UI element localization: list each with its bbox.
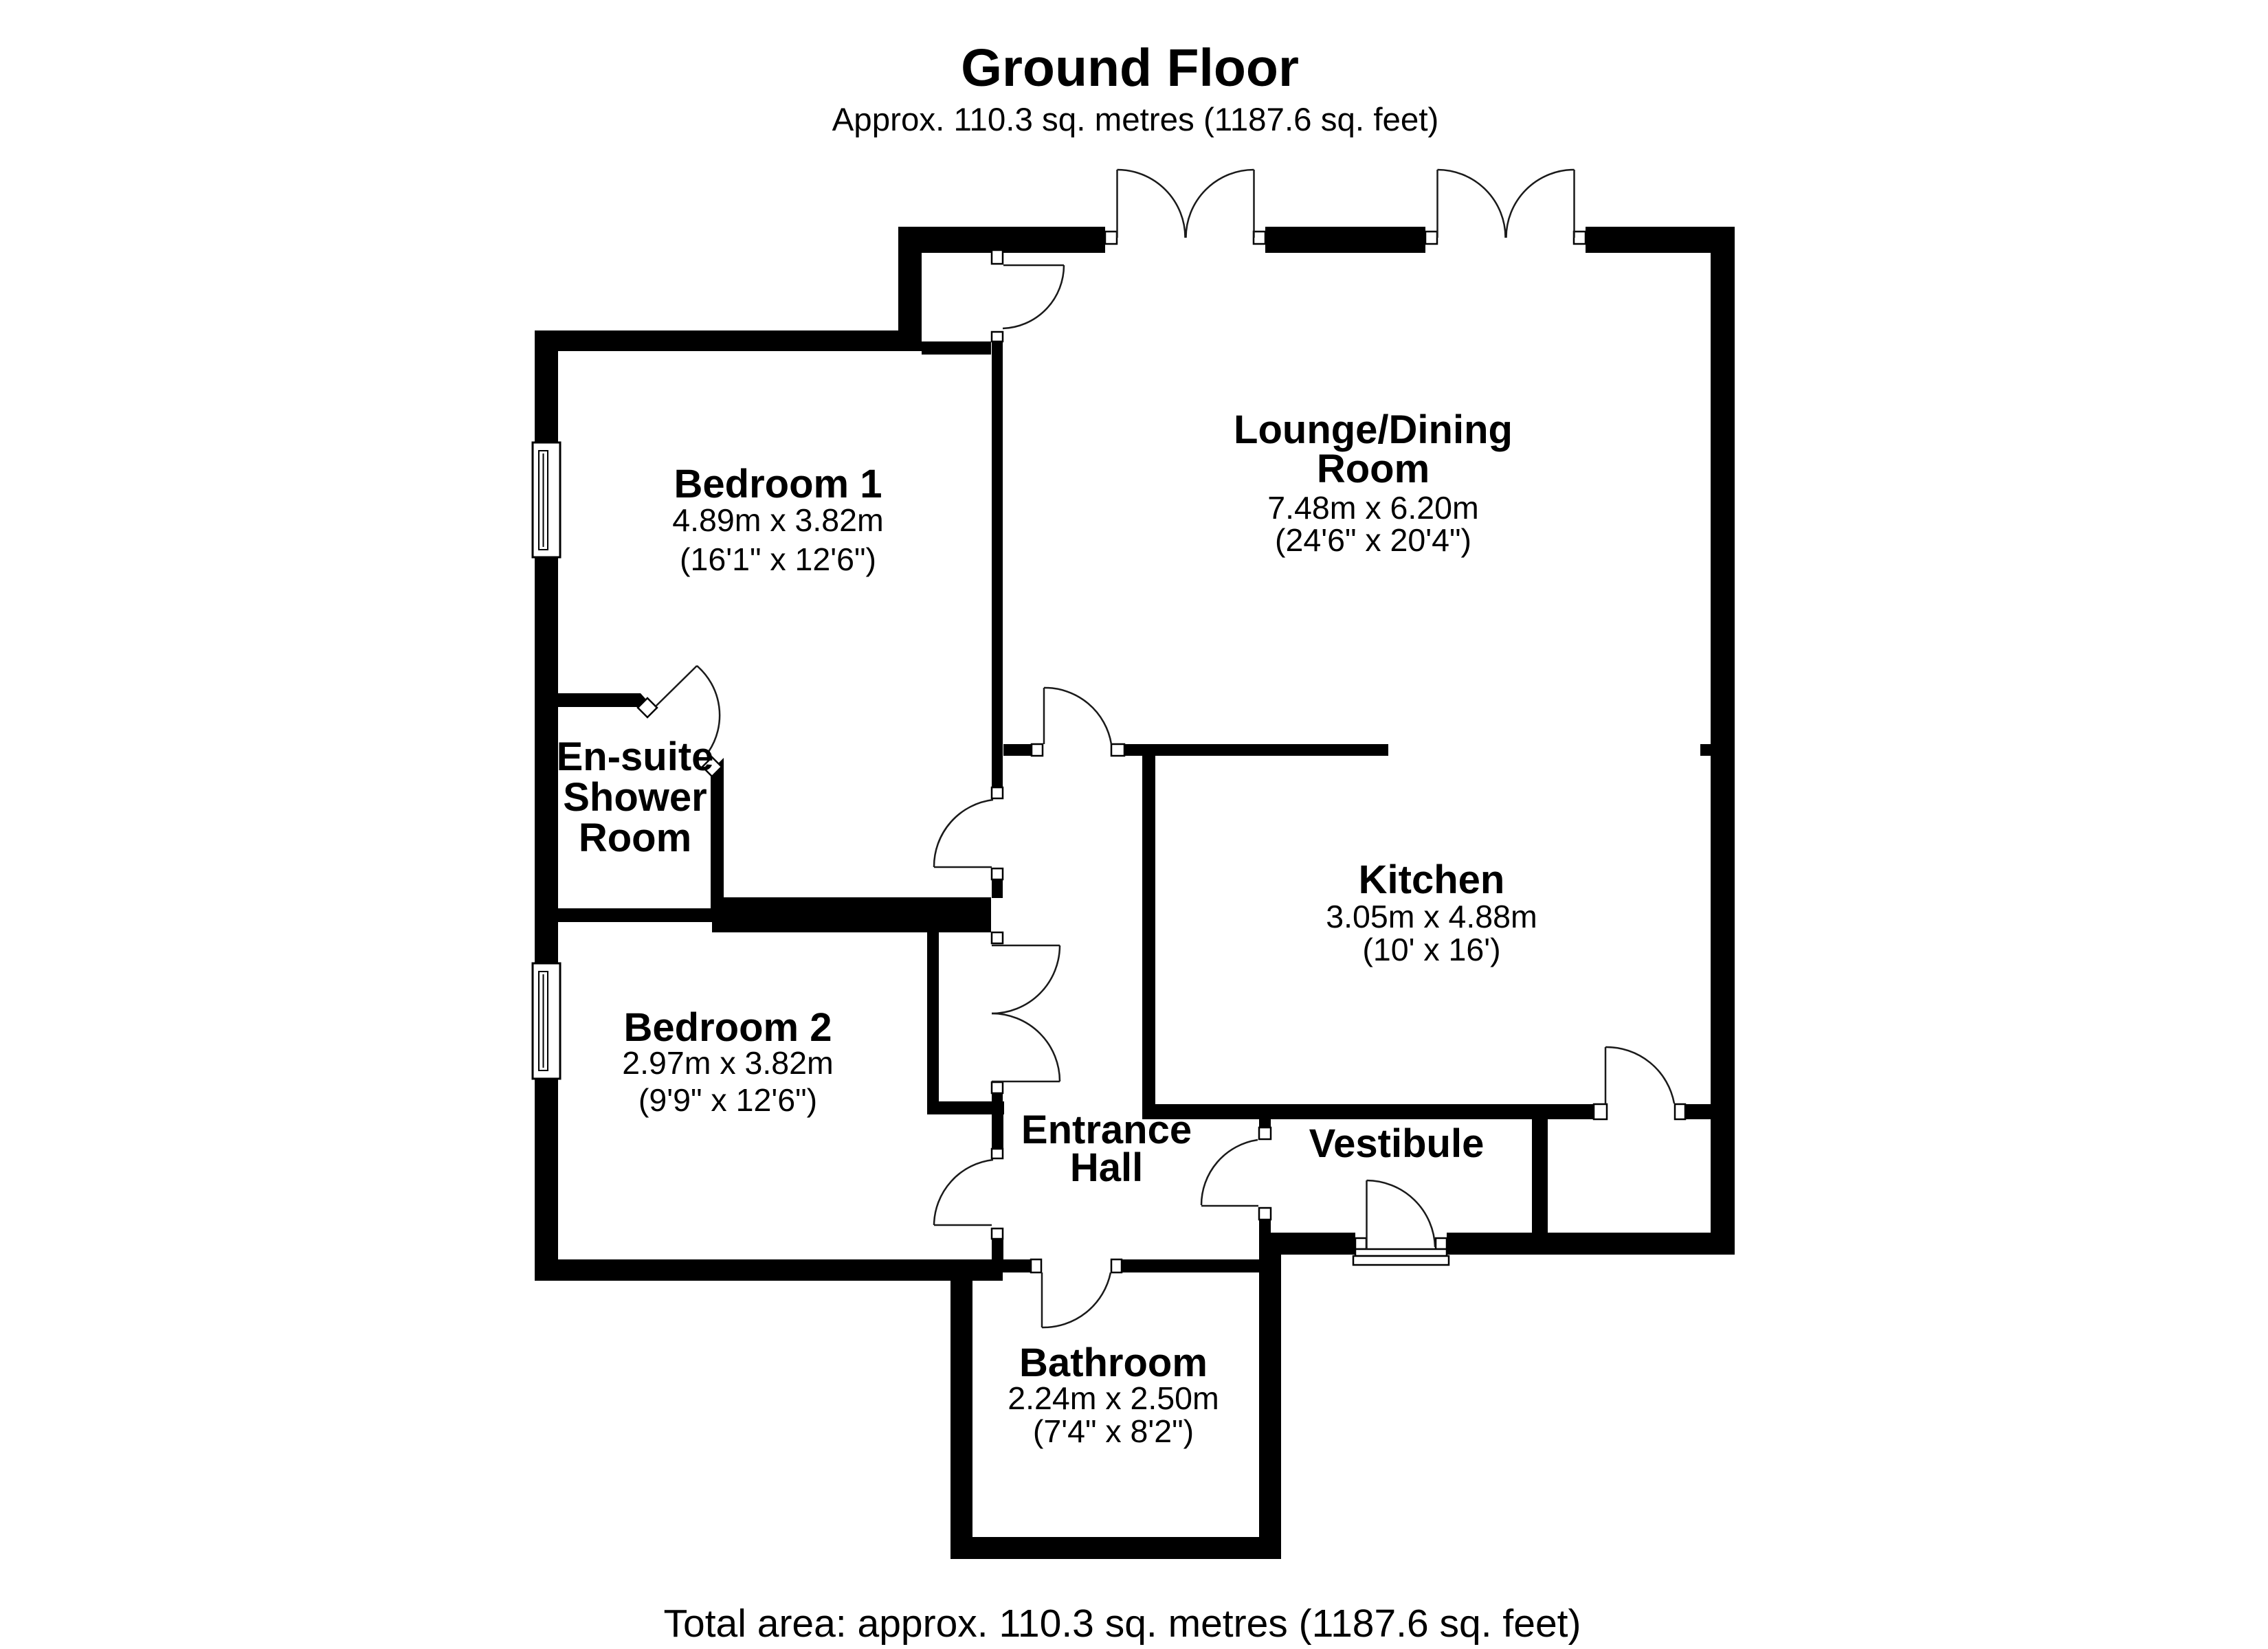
svg-text:7.48m x 6.20m: 7.48m x 6.20m <box>1267 490 1479 526</box>
svg-text:3.05m x 4.88m: 3.05m x 4.88m <box>1326 899 1537 934</box>
svg-text:Vestibule: Vestibule <box>1309 1121 1485 1166</box>
svg-text:2.24m x 2.50m: 2.24m x 2.50m <box>1008 1380 1219 1416</box>
svg-text:Total area: approx. 110.3 sq.: Total area: approx. 110.3 sq. metres (11… <box>664 1602 1581 1646</box>
svg-text:Ground Floor: Ground Floor <box>961 38 1299 98</box>
svg-text:4.89m x 3.82m: 4.89m x 3.82m <box>672 502 884 538</box>
svg-text:Bedroom 1: Bedroom 1 <box>674 462 882 506</box>
svg-text:Approx. 110.3 sq. metres (1187: Approx. 110.3 sq. metres (1187.6 sq. fee… <box>832 102 1439 138</box>
svg-text:(7'4" x 8'2"): (7'4" x 8'2") <box>1033 1413 1194 1449</box>
svg-text:(10' x 16'): (10' x 16') <box>1362 932 1500 967</box>
svg-text:Lounge/Dining: Lounge/Dining <box>1234 407 1513 452</box>
svg-text:(9'9" x 12'6"): (9'9" x 12'6") <box>638 1082 817 1118</box>
svg-text:Room: Room <box>579 816 691 860</box>
svg-text:Bedroom 2: Bedroom 2 <box>624 1005 832 1050</box>
svg-text:Entrance: Entrance <box>1021 1108 1192 1152</box>
svg-text:En-suite: En-suite <box>557 734 714 779</box>
svg-text:Hall: Hall <box>1070 1145 1143 1190</box>
svg-text:2.97m x 3.82m: 2.97m x 3.82m <box>622 1045 834 1081</box>
svg-text:(16'1" x 12'6"): (16'1" x 12'6") <box>680 541 876 577</box>
svg-text:Bathroom: Bathroom <box>1019 1340 1208 1385</box>
svg-text:Room: Room <box>1317 447 1430 491</box>
svg-text:(24'6" x 20'4"): (24'6" x 20'4") <box>1275 522 1471 558</box>
svg-text:Kitchen: Kitchen <box>1359 857 1505 902</box>
svg-text:Shower: Shower <box>563 775 707 820</box>
